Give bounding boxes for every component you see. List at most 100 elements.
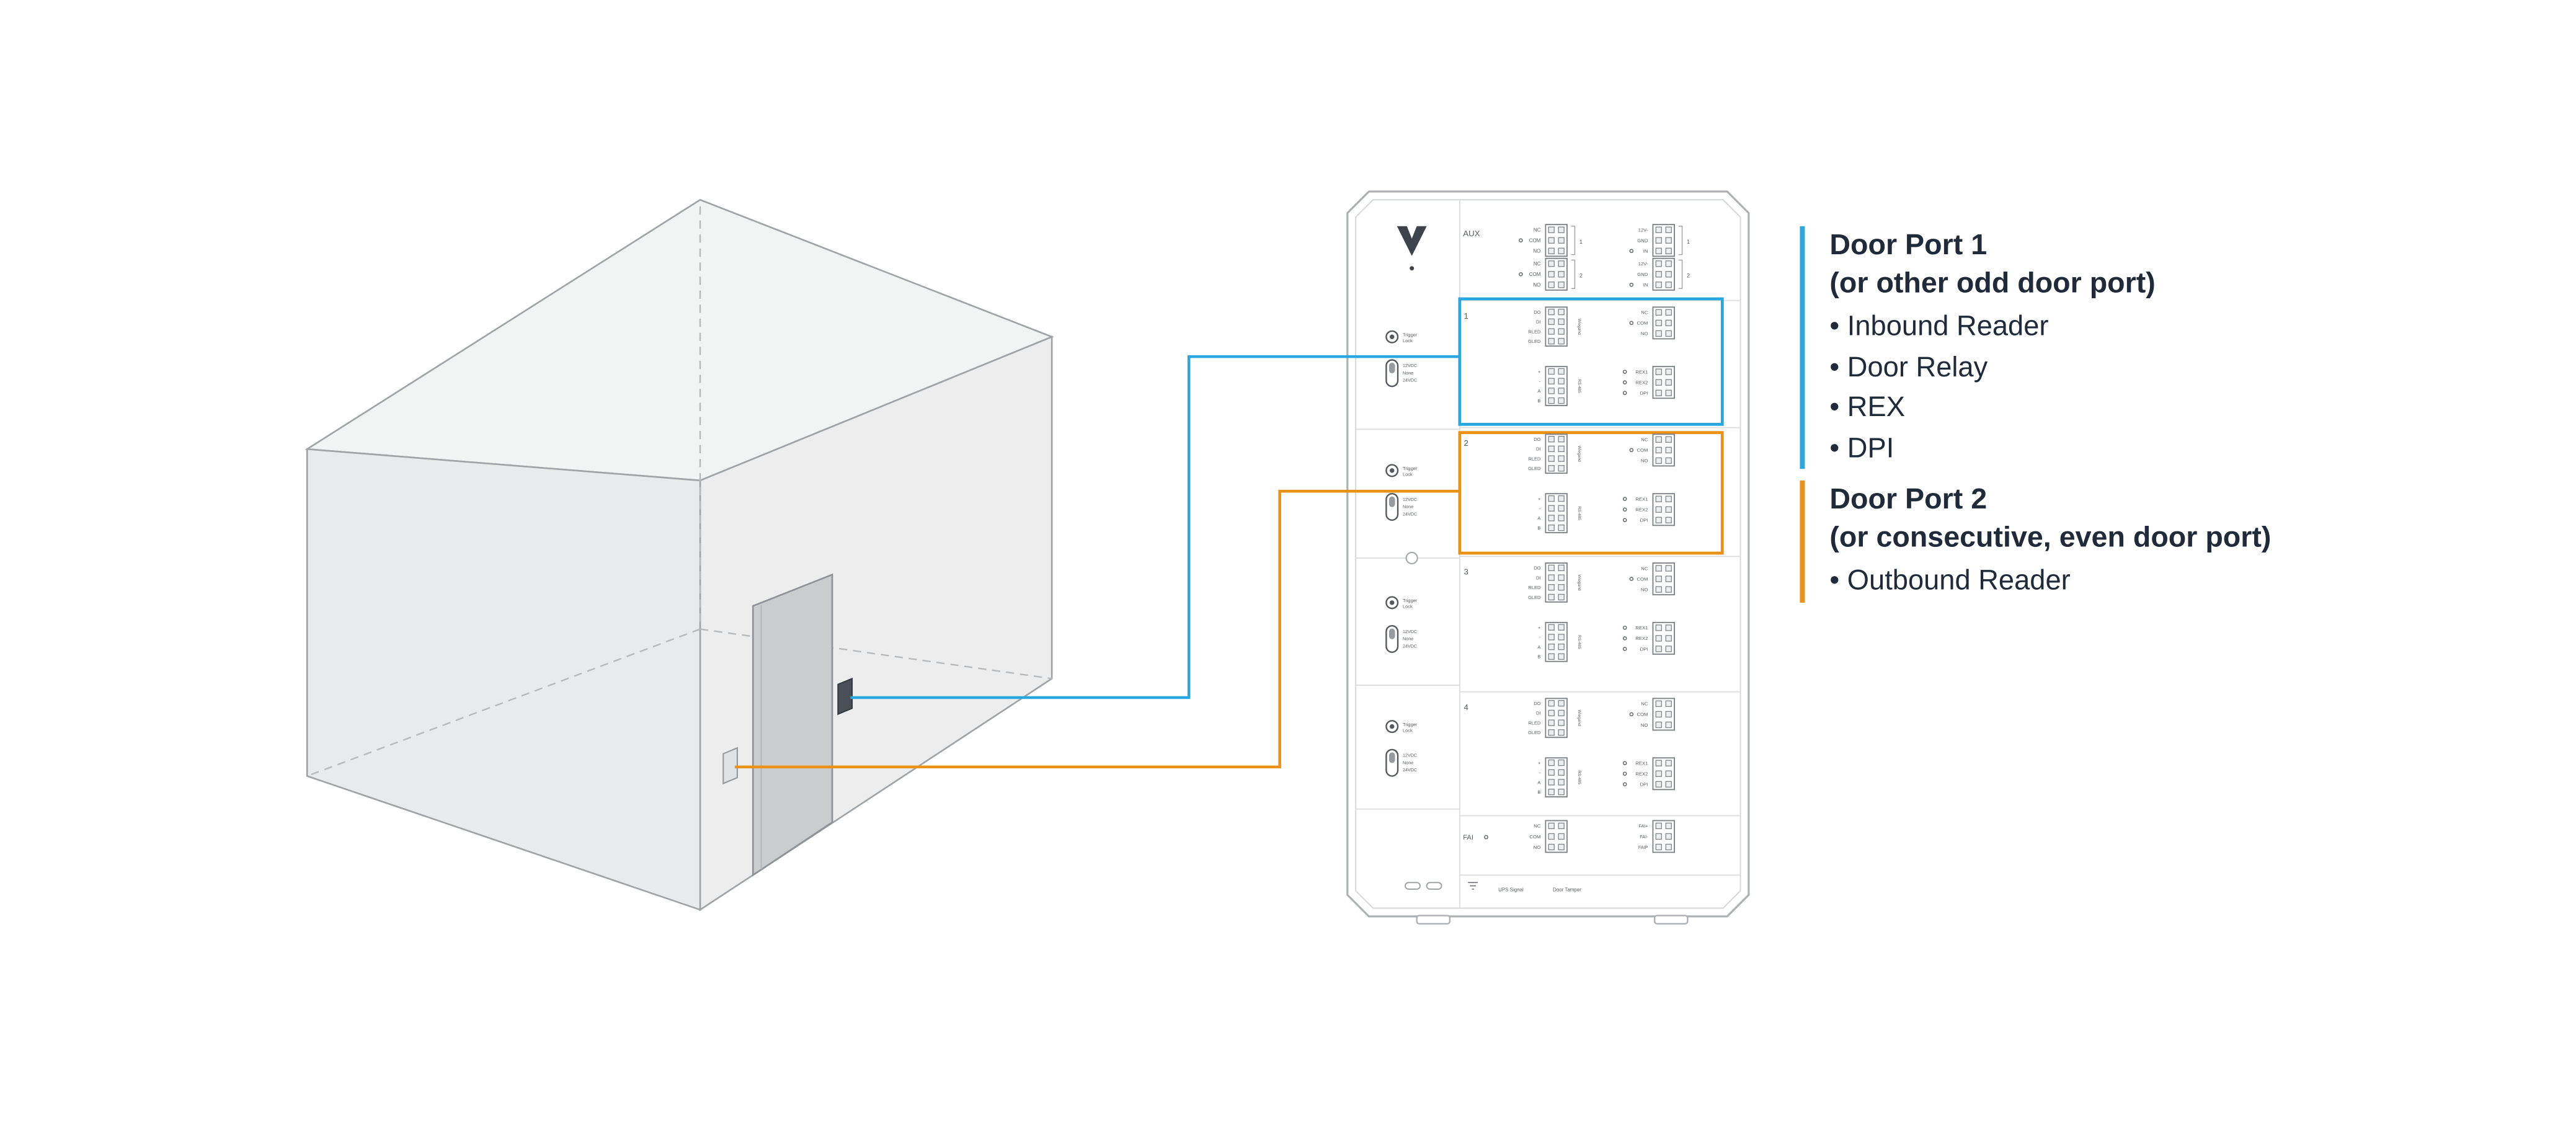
led-indicator: [1629, 321, 1634, 326]
terminal-pin: [1558, 643, 1565, 650]
terminal-pin: [1548, 226, 1555, 233]
verkada-logo: [1397, 226, 1427, 256]
toggle-label: Trigger: [1403, 466, 1418, 471]
terminal-pin: [1665, 760, 1672, 766]
terminal-pin: [1558, 328, 1565, 335]
terminal-pin: [1548, 435, 1555, 443]
pin-label: DPI: [1640, 391, 1648, 396]
terminal-pin: [1558, 653, 1565, 660]
led-indicator: [1629, 712, 1634, 717]
led-indicator: [1622, 507, 1627, 512]
pin-label: REX1: [1635, 496, 1648, 502]
terminal-pin: [1558, 435, 1565, 443]
terminal-pin: [1665, 368, 1672, 375]
pin-label: RLED: [1529, 720, 1541, 725]
terminal-pin: [1548, 564, 1555, 572]
pin-label: NO: [1641, 722, 1648, 728]
power-option-label: None: [1403, 760, 1413, 765]
terminal-pin: [1665, 506, 1672, 513]
terminal-pin: [1558, 308, 1565, 316]
terminal-pin: [1665, 446, 1672, 454]
pin-label: REX2: [1635, 636, 1648, 641]
terminal-pin: [1548, 455, 1555, 462]
pin-label: +: [1538, 369, 1540, 375]
terminal-pin: [1665, 226, 1672, 233]
terminal-pin: [1655, 843, 1662, 851]
pin-label: DI: [1536, 711, 1540, 716]
port-number: 2: [1464, 438, 1468, 448]
power-option-label: 12VDC: [1403, 753, 1417, 758]
pin-label: GLED: [1528, 595, 1541, 600]
slot-right: [1426, 882, 1442, 890]
terminal-pin: [1548, 237, 1555, 244]
switch-knob: [1388, 496, 1395, 507]
toggle-dot: [1390, 468, 1395, 473]
terminal-pin: [1665, 389, 1672, 396]
terminal-pin: [1548, 624, 1555, 631]
terminal-pin: [1655, 457, 1662, 464]
terminal-pin: [1558, 624, 1565, 631]
terminal-pin: [1655, 700, 1662, 707]
legend-port1-item: • Door Relay: [1829, 350, 1988, 383]
terminal-pin: [1558, 368, 1565, 375]
terminal-pin: [1548, 378, 1555, 384]
terminal-pin: [1665, 624, 1672, 631]
terminal-pin: [1655, 822, 1662, 830]
terminal-pin: [1655, 721, 1662, 729]
pin-label: REX1: [1635, 369, 1648, 375]
led-indicator: [1519, 272, 1523, 277]
terminal-pin: [1558, 445, 1565, 453]
pin-label: +: [1538, 496, 1540, 502]
terminal-pin: [1665, 645, 1672, 652]
terminal-pin: [1548, 729, 1555, 736]
wiegand-label: Wiegand: [1577, 574, 1581, 591]
toggle-dot: [1390, 724, 1395, 729]
terminal-pin: [1655, 635, 1662, 642]
group-bracket: [1678, 259, 1683, 289]
terminal-pin: [1655, 436, 1662, 443]
terminal-pin: [1548, 574, 1555, 581]
terminal-pin: [1548, 282, 1555, 288]
terminal-pin: [1655, 711, 1662, 718]
pin-label: NO: [1534, 845, 1541, 850]
pin-label: DO: [1534, 566, 1540, 571]
terminal-pin: [1558, 564, 1565, 572]
pin-label: IN: [1643, 249, 1648, 254]
terminal-pin: [1655, 389, 1662, 396]
terminal-pin: [1558, 719, 1565, 726]
terminal-pin: [1665, 379, 1672, 386]
terminal-pin: [1558, 729, 1565, 736]
room-left-wall: [306, 448, 701, 911]
terminal-pin: [1558, 524, 1565, 531]
terminal-pin: [1548, 769, 1555, 776]
terminal-pin: [1548, 700, 1555, 707]
terminal-pin: [1665, 436, 1672, 443]
pin-label: COM: [1637, 712, 1648, 717]
terminal-pin: [1548, 505, 1555, 512]
terminal-pin: [1558, 822, 1565, 830]
power-option-label: 12VDC: [1403, 363, 1417, 368]
terminal-pin: [1558, 226, 1565, 233]
fai-label: FAI: [1463, 834, 1473, 841]
power-option-label: None: [1403, 505, 1413, 510]
terminal-pin: [1548, 843, 1555, 851]
terminal-pin: [1655, 506, 1662, 513]
terminal-pin: [1655, 271, 1662, 278]
terminal-pin: [1665, 319, 1672, 327]
led-indicator: [1622, 771, 1627, 776]
terminal-pin: [1548, 260, 1555, 267]
power-option-label: None: [1403, 371, 1413, 376]
rs485-label: RS-485: [1577, 770, 1581, 784]
power-option-label: 24VDC: [1403, 378, 1417, 383]
led-indicator: [1622, 380, 1627, 385]
toggle-label: Trigger: [1403, 332, 1418, 337]
led-indicator: [1622, 636, 1627, 641]
terminal-pin: [1548, 338, 1555, 345]
terminal-pin: [1558, 338, 1565, 345]
pin-label: COM: [1637, 448, 1648, 453]
pin-label: REX2: [1635, 771, 1648, 777]
pin-label: A: [1537, 388, 1540, 394]
logo-dot: [1410, 266, 1415, 271]
pin-label: -: [1539, 506, 1541, 512]
terminal-pin: [1655, 645, 1662, 652]
